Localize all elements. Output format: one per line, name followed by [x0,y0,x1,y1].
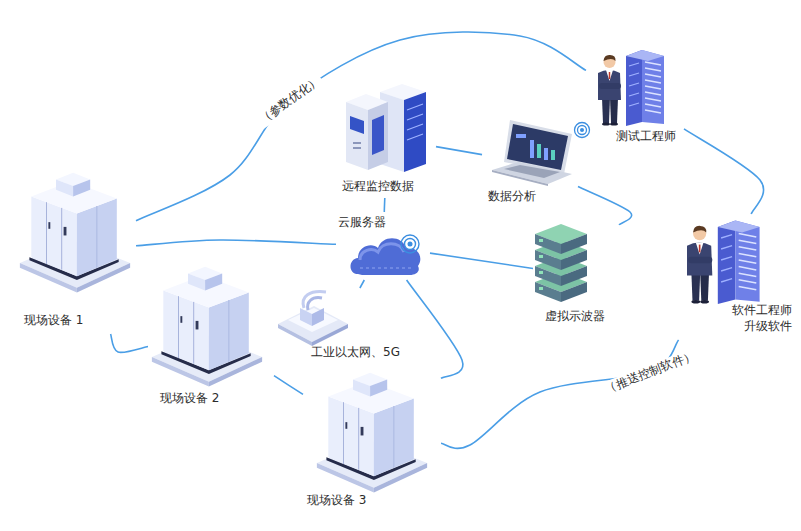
server-icon [372,115,384,155]
laptop-icon [492,170,548,186]
oscilloscope-icon [539,287,543,290]
wireless-symbol [578,126,587,135]
connector [436,147,482,155]
node-label: 软件工程师 升级软件 [727,302,792,334]
network-icon [303,292,326,308]
cloud-server: 云服务器 [338,214,428,278]
oscilloscope-icon [535,266,561,286]
cloud-icon [405,239,416,250]
node-label: 现场设备 3 [307,492,366,508]
monitor-server: 远程监控数据 [340,80,434,196]
oscilloscope-icon [535,282,561,302]
cloud-icon [351,238,421,275]
connector [383,198,385,212]
oscilloscope-icon [561,266,587,286]
test-engineer: 测试工程师 [588,46,682,146]
connector [684,129,764,214]
laptop-icon [537,144,541,158]
cabinet-icon [152,267,262,387]
laptop-icon [492,120,572,186]
edge-label: （参数优化） [255,72,325,129]
connector [136,32,586,221]
engineer-icon [687,220,760,304]
wireless-symbol [580,128,584,132]
network-icon [278,306,348,342]
virtual-oscilloscope: 虚拟示波器 [535,224,617,326]
oscilloscope-icon [561,250,587,270]
laptop-icon [544,148,548,160]
oscilloscope-icon [535,224,587,302]
field-device: 现场设备 2 [150,262,272,408]
cloud-icon [408,242,413,247]
oscilloscope-icon [535,224,587,254]
network-icon [312,308,324,326]
connector [441,340,679,448]
server-icon [368,102,388,170]
cabinet-icon [20,173,130,293]
connector [407,280,463,378]
network-icon [308,298,322,310]
cloud-icon [360,267,412,268]
network-icon [278,292,348,346]
oscilloscope-icon [561,234,587,254]
server-icon [346,102,368,170]
connector [360,280,364,288]
node-label: 工业以太网、5G [311,344,400,360]
network-icon [288,308,338,332]
laptop-icon [551,150,555,160]
server-icon [404,92,426,172]
server-icon [353,147,361,149]
laptop-icon [530,140,534,158]
node-label: 远程监控数据 [342,178,414,194]
connector [578,187,632,225]
oscilloscope-icon [539,239,543,242]
node-label: 云服务器 [338,214,386,230]
analysis-laptop: 数据分析 [484,120,576,206]
field-device: 现场设备 3 [305,368,439,510]
laptop-icon [516,134,526,138]
wireless-symbol [575,123,590,138]
node-label: 虚拟示波器 [545,308,605,324]
oscilloscope-icon [539,271,543,274]
connector [136,240,336,246]
oscilloscope-icon [535,234,561,254]
network-node: 工业以太网、5G [276,290,402,362]
connector [274,376,303,395]
edge-label: （推送控制软件） [601,347,700,397]
server-icon [407,104,423,140]
cabinet-icon [317,373,427,493]
connector [430,253,533,268]
network-icon [300,308,312,326]
engineer-icon [598,50,664,126]
cloud-icon [351,235,421,275]
wireless-symbol [575,123,590,138]
node-label: 数据分析 [488,188,536,204]
node-label: 现场设备 1 [24,312,83,328]
server-icon [353,142,361,144]
field-device: 现场设备 1 [18,168,134,332]
software-engineer: 软件工程师 升级软件 [676,216,794,338]
server-icon [346,84,426,172]
cloud-icon [401,235,419,253]
oscilloscope-icon [561,282,587,302]
cloud-icon [360,244,404,260]
oscilloscope-icon [535,250,561,270]
node-label: 测试工程师 [616,128,676,144]
oscilloscope-icon [539,255,543,258]
server-icon [350,116,364,134]
node-label: 现场设备 2 [160,390,219,406]
connector [111,334,148,352]
